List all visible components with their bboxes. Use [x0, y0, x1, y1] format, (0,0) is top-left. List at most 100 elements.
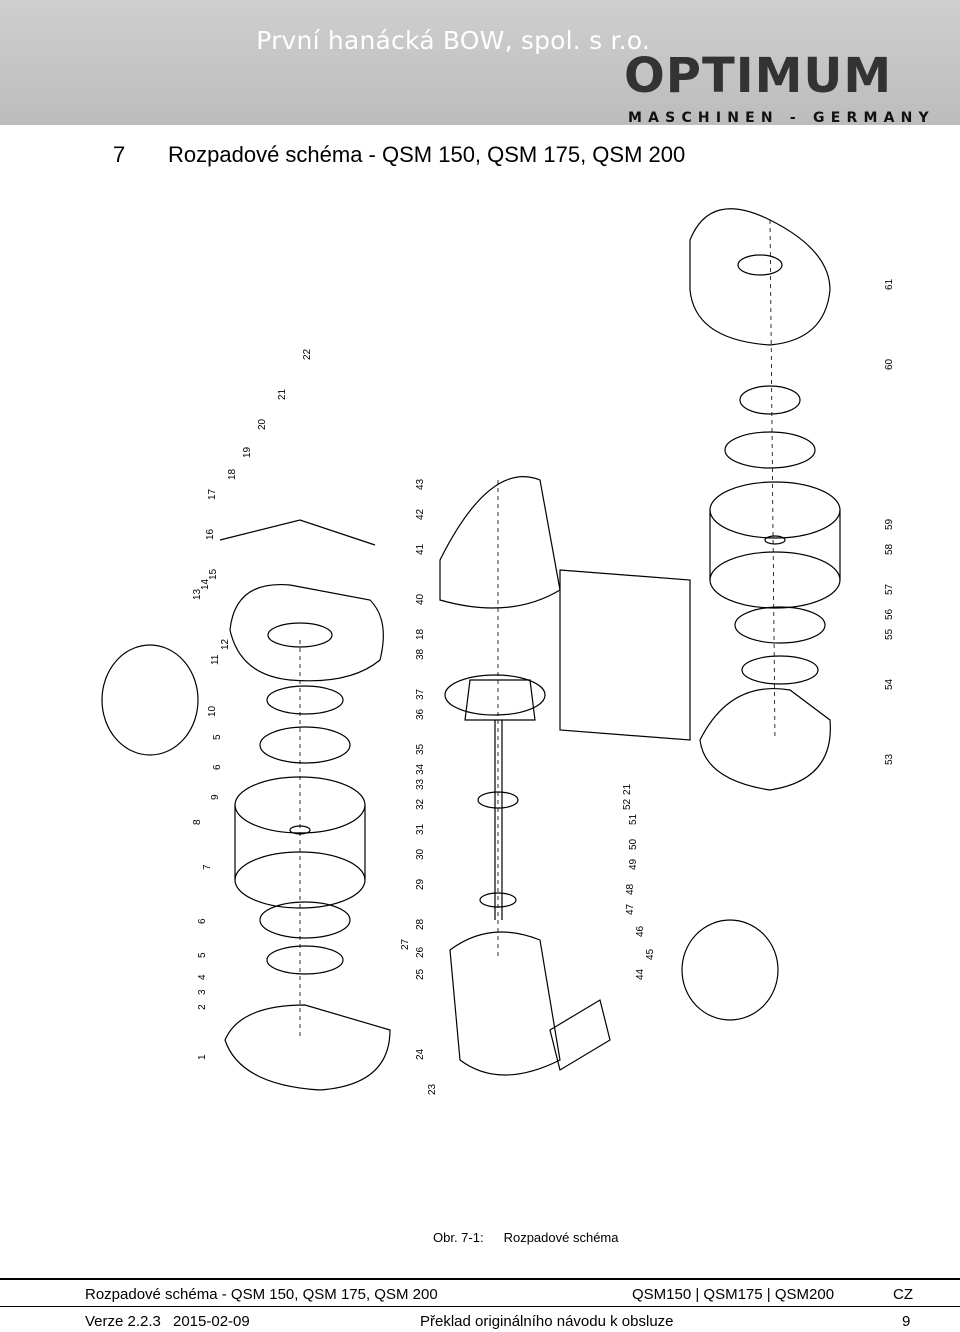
footer-models: QSM150 | QSM175 | QSM200 — [632, 1286, 835, 1303]
part-label: 24 — [415, 1048, 426, 1060]
part-label: 41 — [415, 543, 426, 555]
part-label: 44 — [635, 968, 646, 980]
brand-logo: OPTIMUM — [624, 48, 893, 104]
part-label: 33 — [415, 778, 426, 790]
chapter-heading: 7 Rozpadové schéma - QSM 150, QSM 175, QS… — [113, 142, 685, 168]
part-label: 18 — [415, 628, 426, 640]
part-label: 32 — [415, 798, 426, 810]
part-label: 7 — [202, 864, 213, 870]
part-label: 3 — [197, 989, 208, 995]
part-label: 13 — [192, 588, 203, 600]
part-label: 35 — [415, 743, 426, 755]
part-label: 20 — [257, 418, 268, 430]
part-label: 58 — [884, 543, 895, 555]
part-label: 15 — [208, 568, 219, 580]
part-label: 19 — [242, 446, 253, 458]
part-label: 8 — [192, 819, 203, 825]
part-label: 23 — [427, 1083, 438, 1095]
right-eye-shield — [681, 919, 779, 1021]
part-label: 18 — [227, 468, 238, 480]
part-label: 54 — [884, 678, 895, 690]
footer-date: 2015-02-09 — [173, 1313, 250, 1330]
motor-housing — [439, 476, 611, 1076]
part-label: 37 — [415, 688, 426, 700]
left-flange-2 — [266, 945, 344, 975]
right-grinding-wheel — [709, 481, 841, 609]
base-plate — [559, 569, 691, 741]
brand-tagline: MASCHINEN - GERMANY — [628, 110, 935, 126]
part-label: 55 — [884, 628, 895, 640]
part-labels: 1 2 3 4 5 6 7 8 9 10 5 6 11 12 13 14 15 … — [192, 278, 895, 1095]
figure-caption: Obr. 7-1: Rozpadové schéma — [433, 1230, 618, 1245]
part-label: 27 — [400, 938, 411, 950]
footer-rule — [0, 1278, 960, 1280]
part-label: 1 — [197, 1054, 208, 1060]
chapter-number: 7 — [113, 142, 126, 167]
part-label: 56 — [884, 608, 895, 620]
part-label: 9 — [210, 794, 221, 800]
part-label: 42 — [415, 508, 426, 520]
left-disk — [259, 726, 351, 764]
part-label: 52 — [622, 798, 633, 810]
part-label: 31 — [415, 823, 426, 835]
part-label: 38 — [415, 648, 426, 660]
part-label: 61 — [884, 278, 895, 290]
right-flange-2 — [741, 655, 819, 685]
part-label: 36 — [415, 708, 426, 720]
header-band — [0, 0, 960, 125]
left-guard-bottom — [224, 1004, 391, 1091]
exploded-diagram: 1 2 3 4 5 6 7 8 9 10 5 6 11 12 13 14 15 … — [101, 208, 895, 1095]
alignment-lines — [299, 219, 776, 1040]
part-label: 53 — [884, 753, 895, 765]
left-disk-2 — [259, 901, 351, 939]
right-guard-top — [689, 208, 831, 346]
part-label: 21 — [277, 388, 288, 400]
part-label: 29 — [415, 878, 426, 890]
part-label: 47 — [625, 903, 636, 915]
part-label: 22 — [302, 348, 313, 360]
right-disk-2 — [734, 606, 826, 644]
part-label: 21 — [622, 783, 633, 795]
figure-text: Rozpadové schéma — [503, 1230, 619, 1245]
chapter-title: Rozpadové schéma - QSM 150, QSM 175, QSM… — [168, 142, 686, 167]
part-label: 12 — [220, 638, 231, 650]
part-label: 49 — [628, 858, 639, 870]
part-label: 59 — [884, 518, 895, 530]
part-label: 45 — [645, 948, 656, 960]
part-label: 48 — [625, 883, 636, 895]
part-label: 51 — [628, 813, 639, 825]
part-label: 6 — [197, 918, 208, 924]
part-label: 6 — [212, 764, 223, 770]
part-label: 10 — [207, 705, 218, 717]
right-disk — [724, 431, 816, 469]
part-label: 11 — [210, 654, 221, 665]
footer-language: CZ — [893, 1286, 913, 1303]
right-flange — [739, 385, 801, 415]
part-label: 50 — [628, 838, 639, 850]
part-label: 16 — [205, 528, 216, 540]
part-label: 28 — [415, 918, 426, 930]
part-label: 40 — [415, 593, 426, 605]
part-label: 60 — [884, 358, 895, 370]
part-label: 2 — [197, 1004, 208, 1010]
footer-page-number: 9 — [902, 1313, 911, 1330]
footer-translation: Překlad originálního návodu k obsluze — [420, 1313, 674, 1330]
left-guard-top — [219, 519, 384, 682]
right-guard-bottom — [699, 688, 831, 791]
part-label: 26 — [415, 946, 426, 958]
part-label: 30 — [415, 848, 426, 860]
part-label: 5 — [212, 734, 223, 740]
footer-version: Verze 2.2.3 — [85, 1313, 161, 1330]
footer-separator — [0, 1306, 960, 1307]
company-name: První hanácká BOW, spol. s r.o. — [256, 26, 650, 55]
part-label: 25 — [415, 968, 426, 980]
part-label: 34 — [415, 763, 426, 775]
footer-doc-title: Rozpadové schéma - QSM 150, QSM 175, QSM… — [85, 1286, 438, 1303]
part-label: 17 — [207, 488, 218, 500]
part-label: 4 — [197, 974, 208, 980]
figure-label: Obr. 7-1: — [433, 1230, 484, 1245]
part-label: 43 — [415, 478, 426, 490]
left-flange — [266, 685, 344, 715]
part-label: 5 — [197, 952, 208, 958]
part-label: 46 — [635, 925, 646, 937]
